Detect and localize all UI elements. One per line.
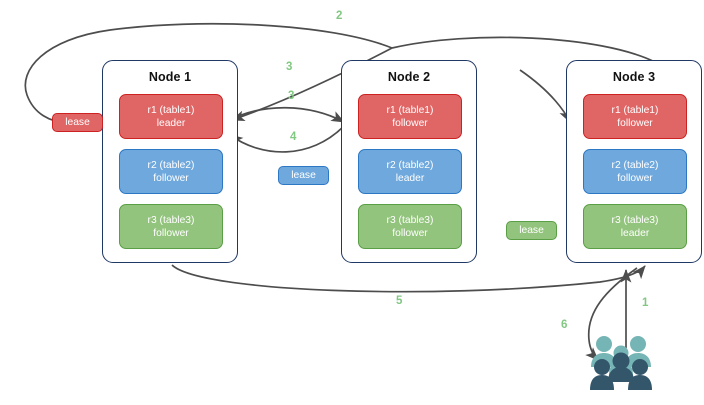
node-2-replica-r1[interactable]: r1 (table1) follower (358, 94, 462, 139)
node-1[interactable]: Node 1 r1 (table1) leader r2 (table2) fo… (102, 60, 238, 263)
lease-badge-green-label: lease (519, 225, 544, 236)
node-1-replica-r1-name: r1 (table1) (147, 104, 195, 116)
node-3-replica-r2-name: r2 (table2) (611, 159, 659, 171)
node-3-replica-r3-role: leader (620, 227, 650, 239)
node-2-replica-r2-name: r2 (table2) (386, 159, 434, 171)
node-3-replica-r1-role: follower (617, 117, 653, 129)
node-3-title: Node 3 (612, 70, 656, 84)
node-2-replica-r2-role: leader (395, 172, 425, 184)
node-3-replica-r3-name: r3 (table3) (611, 214, 659, 226)
node-3-replica-r2[interactable]: r2 (table2) follower (583, 149, 687, 194)
node-3-replica-r2-role: follower (617, 172, 653, 184)
node-1-replica-r3[interactable]: r3 (table3) follower (119, 204, 223, 249)
edge-label-6: 6 (561, 319, 568, 331)
edge-label-1: 1 (642, 297, 649, 309)
node-2-replica-r2[interactable]: r2 (table2) leader (358, 149, 462, 194)
node-1-replica-r2-name: r2 (table2) (147, 159, 195, 171)
node-3-replica-r3[interactable]: r3 (table3) leader (583, 204, 687, 249)
node-3-replica-r1-name: r1 (table1) (611, 104, 659, 116)
node-1-replica-r2-role: follower (153, 172, 189, 184)
node-2-replica-r3-role: follower (392, 227, 428, 239)
node-1-replica-r1-role: leader (156, 117, 186, 129)
node-2[interactable]: Node 2 r1 (table1) follower r2 (table2) … (341, 60, 477, 263)
lease-badge-blue[interactable]: lease (278, 166, 329, 185)
edge-label-2: 2 (336, 10, 343, 22)
edge-4-path (229, 125, 345, 153)
node-1-replica-r3-name: r3 (table3) (147, 214, 195, 226)
edge-5-path (171, 264, 646, 293)
users-group-icon (590, 336, 652, 390)
node-1-replica-r3-role: follower (153, 227, 189, 239)
edge-2-arrowhead-path (519, 69, 571, 123)
node-3-replica-r1[interactable]: r1 (table1) follower (583, 94, 687, 139)
lease-badge-green[interactable]: lease (506, 221, 557, 240)
edge-label-4: 4 (290, 131, 297, 143)
node-1-title: Node 1 (148, 70, 192, 84)
edge-label-3-lower: 3 (288, 90, 295, 102)
node-1-replica-r1[interactable]: r1 (table1) leader (119, 94, 223, 139)
lease-badge-red-label: lease (65, 117, 90, 128)
edge-label-3-upper: 3 (286, 61, 293, 73)
node-3[interactable]: Node 3 r1 (table1) follower r2 (table2) … (566, 60, 702, 263)
lease-badge-red[interactable]: lease (52, 113, 103, 132)
node-2-replica-r3[interactable]: r3 (table3) follower (358, 204, 462, 249)
node-2-title: Node 2 (387, 70, 431, 84)
node-1-replica-r2[interactable]: r2 (table2) follower (119, 149, 223, 194)
edge-label-5: 5 (396, 295, 403, 307)
node-2-replica-r1-name: r1 (table1) (386, 104, 434, 116)
node-2-replica-r1-role: follower (392, 117, 428, 129)
edge-3-lower-path (225, 106, 345, 123)
lease-badge-blue-label: lease (291, 170, 316, 181)
node-2-replica-r3-name: r3 (table3) (386, 214, 434, 226)
